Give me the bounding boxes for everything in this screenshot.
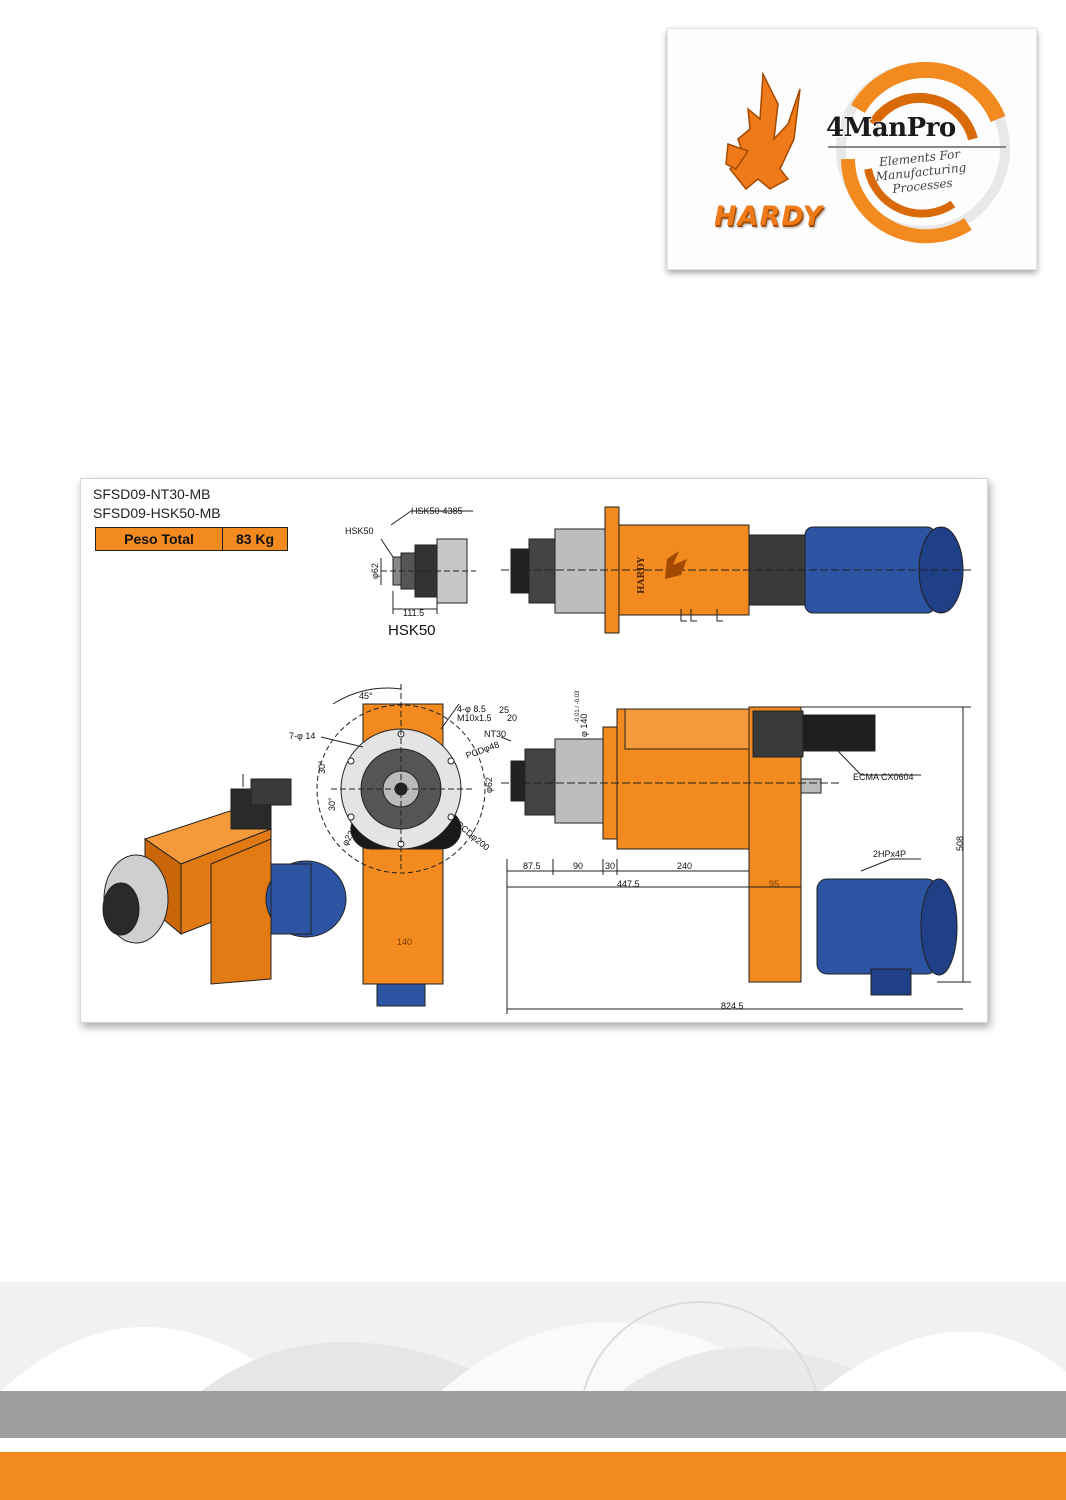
logo-card: HARDY 4ManPro Elements For Manufacturing…	[667, 28, 1037, 270]
footer-orange-band	[0, 1452, 1066, 1500]
drawing-graphics	[102, 506, 971, 1014]
hardy-logo-text: HARDY	[714, 201, 824, 232]
label-hsk50-4385: HSK50-4385	[411, 506, 463, 516]
label-hardy-body: HARDY	[637, 556, 647, 594]
unit-3d-render	[102, 774, 347, 985]
hsk50-tool-drawing	[380, 510, 476, 614]
label-20: 20	[507, 713, 518, 723]
dim-30: 30	[605, 861, 616, 871]
label-tolerance: -0.01 / -0.03	[575, 690, 581, 723]
label-holes-7: 7-φ 14	[289, 731, 316, 741]
manpro-ring-icon	[828, 61, 1010, 244]
label-angle-30b: 30°	[327, 797, 337, 811]
unit-side-view	[500, 706, 971, 1014]
footer-decoration	[0, 1282, 1066, 1392]
weight-label: Peso Total	[96, 528, 223, 550]
logo-graphics	[725, 61, 1010, 244]
label-25: 25	[499, 705, 510, 715]
hardy-flame-icon	[725, 71, 801, 191]
label-hsk50-big: HSK50	[388, 622, 436, 639]
dim-240: 240	[677, 861, 693, 871]
hardy-emblem-icon	[665, 551, 687, 579]
label-dia62-front: φ62	[484, 777, 494, 793]
dim-90: 90	[573, 861, 584, 871]
label-angle-45: 45°	[359, 691, 373, 701]
manpro-logo-text: 4ManPro	[826, 113, 956, 143]
dim-824-5: 824.5	[721, 1001, 744, 1011]
label-ecma: ECMA CX0604	[853, 772, 914, 782]
dim-87-5: 87.5	[523, 861, 541, 871]
label-angle-30a: 30°	[317, 760, 327, 774]
label-hsk50-small: HSK50	[345, 526, 374, 536]
model-number-hsk50: SFSD09-HSK50-MB	[93, 505, 221, 521]
technical-drawing-sheet: SFSD09-NT30-MB SFSD09-HSK50-MB Peso Tota…	[80, 478, 988, 1023]
label-thread: M10x1.5	[457, 713, 492, 723]
dim-508: 508	[955, 835, 965, 851]
label-len-111-5: 111.5	[403, 608, 425, 618]
unit-top-view	[501, 506, 971, 634]
weight-value: 83 Kg	[223, 528, 287, 550]
weight-table: Peso Total 83 Kg	[95, 527, 288, 551]
label-140: 140	[397, 937, 413, 947]
label-holes-4: 4-φ 8.5	[457, 704, 486, 714]
footer-gray-band	[0, 1391, 1066, 1438]
model-number-nt30: SFSD09-NT30-MB	[93, 486, 211, 502]
label-nt30: NT30	[484, 729, 507, 739]
unit-front-view	[316, 684, 486, 1007]
label-hp: 2HPx4P	[873, 849, 907, 859]
dim-95: 95	[769, 879, 780, 889]
label-dia62-top: φ62	[370, 563, 380, 579]
dim-447-5: 447.5	[617, 879, 640, 889]
